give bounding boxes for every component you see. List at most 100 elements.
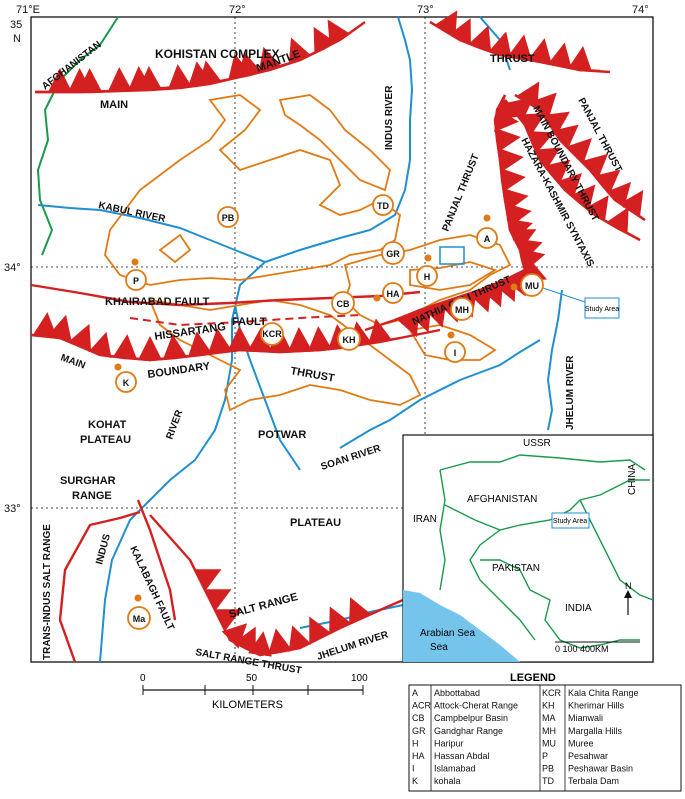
label-potwar: POTWAR bbox=[258, 429, 306, 441]
site-pb: PB bbox=[217, 206, 239, 228]
legend-abbr: I bbox=[412, 764, 415, 774]
legend-abbr: ACR bbox=[412, 701, 432, 711]
inset-map: Study Area USSR CHINA IRAN AFGHANISTAN P… bbox=[402, 434, 654, 663]
legend-label: Abbottabad bbox=[434, 688, 480, 698]
svg-text:KH: KH bbox=[343, 335, 356, 345]
label-surghar: SURGHAR bbox=[60, 475, 116, 487]
hissartang-dashed bbox=[129, 314, 361, 327]
svg-text:H: H bbox=[424, 272, 431, 282]
inset-north-label: N bbox=[625, 581, 632, 591]
svg-text:MH: MH bbox=[455, 305, 469, 315]
legend-label: Kala Chita Range bbox=[568, 688, 639, 698]
legend-label: kohala bbox=[434, 776, 461, 786]
svg-text:TD: TD bbox=[377, 201, 389, 211]
legend-label: Muree bbox=[568, 738, 594, 748]
inset-iran: IRAN bbox=[413, 514, 437, 525]
legend-abbr: H bbox=[412, 738, 419, 748]
legend-abbr: KH bbox=[542, 701, 555, 711]
label-main-top: MAIN bbox=[100, 99, 128, 111]
legend-abbr: GR bbox=[412, 726, 426, 736]
trans-indus-loop bbox=[58, 510, 141, 663]
study-area-callout bbox=[584, 297, 620, 319]
lat-34: 34° bbox=[4, 262, 21, 274]
site-i: I bbox=[444, 341, 466, 363]
label-trans-indus: TRANS-INDUS SALT RANGE bbox=[42, 524, 53, 660]
site-mu: MU bbox=[520, 273, 544, 297]
site-a: A bbox=[476, 227, 498, 249]
legend-label: Peshawar Basin bbox=[568, 764, 633, 774]
legend-label: Kherimar Hills bbox=[568, 701, 625, 711]
study-area-callout-text: Study Area bbox=[585, 306, 619, 313]
graticule bbox=[31, 17, 653, 662]
site-kh: KH bbox=[337, 327, 361, 351]
legend-label: Terbala Dam bbox=[568, 776, 619, 786]
inset-afghanistan: AFGHANISTAN bbox=[467, 494, 537, 505]
label-kohat: KOHAT bbox=[88, 419, 127, 431]
study-area-box bbox=[439, 246, 465, 265]
scale-tick-50: 50 bbox=[246, 673, 258, 684]
legend-abbr: HA bbox=[412, 751, 425, 761]
legend-abbr: P bbox=[542, 751, 548, 761]
svg-text:A: A bbox=[484, 234, 491, 244]
legend-label: Gandghar Range bbox=[434, 726, 503, 736]
legend-abbr: KCR bbox=[542, 688, 562, 698]
label-fault: FAULT bbox=[232, 316, 267, 328]
legend-label: Margalla Hills bbox=[568, 726, 623, 736]
site-h: H bbox=[416, 265, 438, 287]
legend-label: Mianwali bbox=[568, 713, 603, 723]
site-mh: MH bbox=[450, 297, 474, 321]
legend-label: Hassan Abdal bbox=[434, 751, 490, 761]
kalabagh-fault bbox=[136, 499, 177, 621]
legend-abbr: TD bbox=[542, 776, 554, 786]
site-ma: Ma bbox=[127, 606, 151, 630]
label-range: RANGE bbox=[72, 490, 112, 502]
site-td: TD bbox=[372, 194, 394, 216]
site-k: K bbox=[115, 371, 137, 393]
legend-abbr: K bbox=[412, 776, 418, 786]
label-thrust-top: THRUST bbox=[490, 53, 535, 65]
legend-abbr: MU bbox=[542, 738, 556, 748]
label-kohat-plateau: PLATEAU bbox=[80, 434, 131, 446]
svg-text:MU: MU bbox=[525, 281, 539, 291]
svg-text:PB: PB bbox=[222, 213, 235, 223]
legend-abbr: MA bbox=[542, 713, 556, 723]
inset-india: INDIA bbox=[565, 603, 592, 614]
legend-label: Islamabad bbox=[434, 764, 476, 774]
label-jhelum-river-right: JHELUM RIVER bbox=[565, 355, 576, 430]
svg-text:CB: CB bbox=[337, 299, 350, 309]
lat-33: 33° bbox=[4, 503, 21, 515]
inset-pakistan: PAKISTAN bbox=[492, 563, 540, 574]
legend-label: Haripur bbox=[434, 738, 464, 748]
legend-title: LEGEND bbox=[510, 672, 556, 684]
lon-72: 72° bbox=[229, 4, 246, 16]
site-p: P bbox=[125, 269, 147, 291]
svg-text:P: P bbox=[133, 276, 139, 286]
inset-china: CHINA bbox=[627, 464, 638, 495]
site-cb: CB bbox=[331, 291, 355, 315]
label-plateau: PLATEAU bbox=[290, 517, 341, 529]
inset-ussr: USSR bbox=[523, 438, 551, 449]
legend-label: Pesahwar bbox=[568, 751, 608, 761]
svg-text:Ma: Ma bbox=[133, 614, 146, 624]
label-khairabad: KHAIRABAD FAULT bbox=[105, 296, 210, 308]
label-indus-river: INDUS RIVER bbox=[384, 85, 395, 150]
legend-abbr: CB bbox=[412, 713, 425, 723]
lon-73: 73° bbox=[417, 4, 434, 16]
legend-abbr: A bbox=[412, 688, 418, 698]
svg-text:KCR: KCR bbox=[262, 329, 282, 339]
inset-sea bbox=[403, 590, 520, 662]
legend-abbr: PB bbox=[542, 764, 554, 774]
khairabad-fault bbox=[30, 283, 421, 307]
legend-abbr: MH bbox=[542, 726, 556, 736]
legend-label: Attock-Cherat Range bbox=[434, 701, 518, 711]
svg-text:I: I bbox=[454, 348, 457, 358]
label-kohistan: KOHISTAN COMPLEX bbox=[155, 47, 279, 61]
lat-35: 35 bbox=[10, 19, 22, 31]
site-gr: GR bbox=[381, 241, 405, 265]
lat-n: N bbox=[13, 33, 21, 45]
study-area-pointer bbox=[539, 286, 589, 304]
site-ha: HA bbox=[382, 282, 404, 304]
inset-sea-line2: Sea bbox=[430, 642, 448, 653]
svg-text:Study Area: Study Area bbox=[553, 518, 587, 525]
inset-study-box bbox=[551, 512, 590, 529]
